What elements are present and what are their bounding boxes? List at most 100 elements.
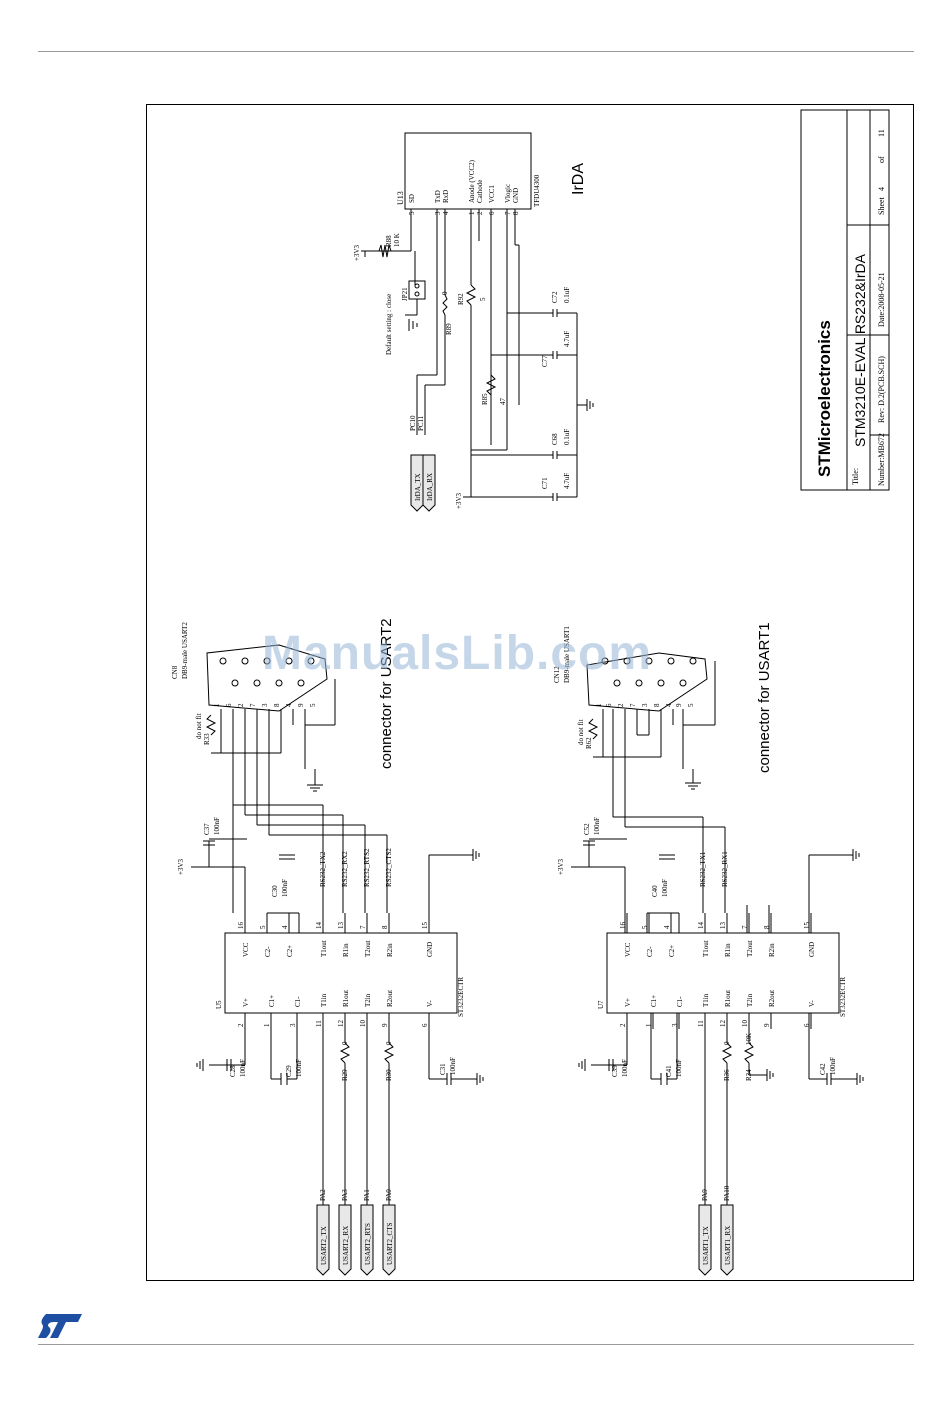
ic-pin-name: C1+ — [650, 995, 658, 1007]
irda-pin-number: 5 — [408, 211, 416, 215]
c37-ref: C37 — [203, 823, 211, 835]
ic-pin-name: R1in — [342, 943, 350, 957]
port-irda-rx-label: IrDA_RX — [426, 473, 434, 501]
cn8-desc: DB9-male USART2 — [181, 622, 189, 679]
cn8-ref: CN8 — [171, 665, 179, 679]
r89-value: 0 — [441, 291, 449, 295]
u7-part: ST3232ECTR — [839, 977, 847, 1017]
r88-ref: R88 — [385, 235, 393, 247]
u5-ref: U5 — [215, 1000, 223, 1009]
ic-pin-number: 8 — [763, 925, 771, 929]
db9-pin-number: 6 — [225, 703, 233, 707]
db9-pin-number: 9 — [297, 703, 305, 707]
c72-ref: C72 — [551, 291, 559, 303]
ic-pin-number: 1 — [263, 1023, 271, 1027]
r89-ref: R89 — [445, 323, 453, 335]
ic-pin-name: T1out — [702, 940, 710, 957]
u5-part: ST3232ECTR — [457, 977, 465, 1017]
ic-pin-number: 4 — [663, 925, 671, 929]
port-irda-rx[interactable]: IrDA_RX — [422, 454, 436, 512]
ic-pin-name: T2out — [364, 940, 372, 957]
r85-ref: R85 — [481, 393, 489, 405]
irda-supply-label: +3V3 — [353, 244, 361, 261]
c52-value: 100nF — [593, 817, 601, 835]
ic-pin-number: 8 — [381, 925, 389, 929]
r34-ref: R34 — [745, 1069, 753, 1081]
c71-value: 4.7uF — [563, 473, 571, 489]
ic-pin-number: 5 — [259, 925, 267, 929]
db9-pin-number: 5 — [687, 703, 695, 707]
port-pin-name: PA2 — [319, 1189, 327, 1201]
port-irda-tx[interactable]: IrDA_TX — [410, 454, 424, 512]
ic-pin-number: 13 — [337, 922, 345, 930]
ic-pin-number: 16 — [237, 922, 245, 930]
db9-pin-hole — [275, 679, 283, 687]
ic-pin-name: R1out — [342, 990, 350, 1007]
ic-pin-number: 6 — [421, 1023, 429, 1027]
sheet-number: 4 — [877, 187, 886, 191]
usart2-caption: connector for USART2 — [378, 618, 395, 769]
r92-value: 5 — [479, 297, 487, 301]
ic-pin-name: R2in — [768, 943, 776, 957]
irda-ic-ref: U13 — [396, 191, 405, 205]
ic-pin-number: 9 — [381, 1023, 389, 1027]
db9-pin-hole — [613, 679, 621, 687]
r30-value: 0 — [385, 1041, 393, 1045]
db9-pin-number: 2 — [237, 703, 245, 707]
transceiver-u5 — [224, 932, 458, 1014]
net-rs232-tx2: RS232_TX2 — [319, 851, 327, 887]
db9-pin-hole — [635, 679, 643, 687]
port-label: USART1_TX — [702, 1226, 710, 1265]
sheet-of: of — [877, 156, 886, 163]
c29-value: 100nF — [295, 1059, 303, 1077]
ic-pin-number: 1 — [645, 1023, 653, 1027]
c77-ref: C77 — [541, 355, 549, 367]
ic-pin-name: GND — [426, 942, 434, 957]
drawing-title: STM3210E-EVAL RS232&IrDA — [852, 253, 868, 447]
port-label: USART2_RTS — [364, 1223, 372, 1265]
r33-dnf: do not fit — [195, 713, 203, 739]
ic-pin-number: 14 — [697, 922, 705, 930]
db9-pin-number: 4 — [285, 703, 293, 707]
irda-pin-number: 2 — [476, 211, 484, 215]
r62-ref: R62 — [585, 737, 593, 749]
port-pin-name: PA9 — [701, 1189, 709, 1201]
net-pc11: PC11 — [417, 415, 425, 431]
ic-pin-number: 9 — [763, 1023, 771, 1027]
ic-pin-number: 16 — [619, 922, 627, 930]
net-rs232-rts2: RS232_RTS2 — [363, 848, 371, 887]
r92-ref: R92 — [457, 293, 465, 305]
port-irda-tx-label: IrDA_TX — [414, 473, 422, 501]
net-pc10: PC10 — [409, 415, 417, 431]
ic-pin-name: T2out — [746, 940, 754, 957]
ic-pin-number: 10 — [359, 1020, 367, 1028]
port-label: USART2_CTS — [386, 1223, 394, 1265]
c30-ref: C30 — [271, 885, 279, 897]
ic-pin-name: V- — [426, 1000, 434, 1007]
irda-pin-name: RxD — [442, 190, 450, 203]
ic-pin-name: R2in — [386, 943, 394, 957]
irda-supply-label-2: +3V3 — [455, 492, 463, 509]
irda-ic-part: TFDU4300 — [533, 174, 541, 207]
c39-ref: C39 — [611, 1065, 619, 1077]
db9-pin-hole — [219, 657, 227, 665]
port-pin-name: PA0 — [385, 1189, 393, 1201]
db9-pin-hole — [285, 657, 293, 665]
u7-ref: U7 — [597, 1000, 605, 1009]
irda-pin-name: Vlogic — [504, 184, 512, 203]
c71-ref: C71 — [541, 477, 549, 489]
r88-value: 10 K — [393, 233, 401, 247]
irda-pin-name: TxD — [434, 190, 442, 203]
ic-pin-number: 10 — [741, 1020, 749, 1028]
ic-pin-name: T2in — [746, 993, 754, 1007]
db9-pin-number: 8 — [273, 703, 281, 707]
c77-value: 4.7uF — [563, 331, 571, 347]
